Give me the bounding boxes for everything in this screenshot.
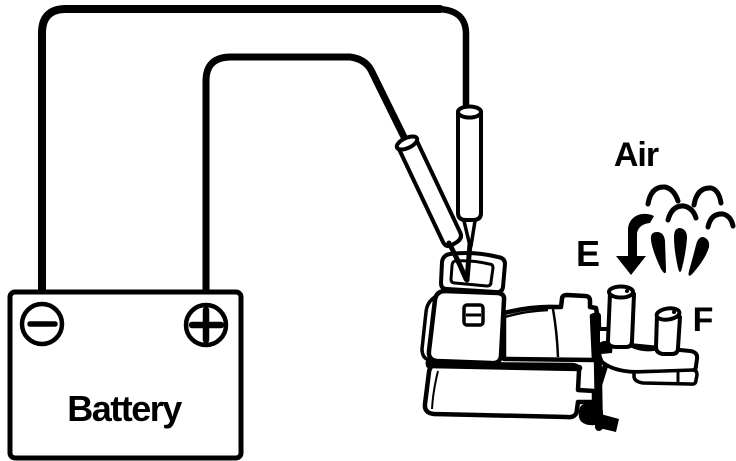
probe-tip-diagonal xyxy=(446,240,469,282)
valve-connector-housing xyxy=(420,288,507,370)
air-spray-icon xyxy=(650,228,710,276)
air-label: Air xyxy=(614,136,659,174)
test-probe-vertical xyxy=(456,104,483,248)
plus-terminal-icon xyxy=(183,302,229,348)
battery: Battery xyxy=(7,289,244,461)
wire-positive xyxy=(202,53,408,296)
port-f xyxy=(654,306,682,356)
air-puff-arcs-icon xyxy=(645,184,736,230)
test-probe-diagonal xyxy=(394,134,463,248)
air-flow-arrow-icon xyxy=(616,213,654,275)
port-f-label: F xyxy=(693,301,714,339)
minus-terminal-icon xyxy=(19,301,65,347)
probe-tip-vertical xyxy=(464,241,473,283)
port-e xyxy=(605,284,636,349)
battery-label: Battery xyxy=(67,388,182,429)
valve-main-body xyxy=(501,292,600,363)
connector-terminal-opening xyxy=(439,240,507,295)
valve-lower-body xyxy=(422,361,597,420)
port-e-label: E xyxy=(576,233,600,274)
wire-negative xyxy=(38,5,470,297)
